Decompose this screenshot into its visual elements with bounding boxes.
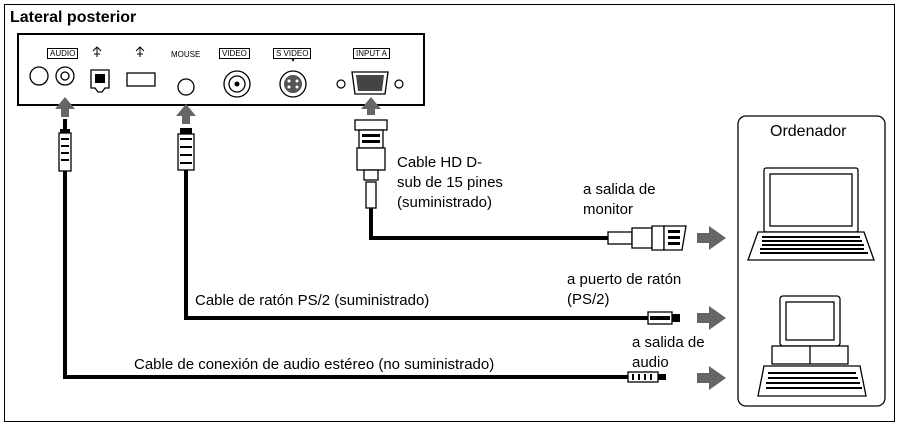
usb-a-port [126, 72, 156, 87]
audio-out-label-line2: audio [632, 354, 669, 371]
usb-b-port [90, 69, 110, 93]
audio-plug-icon [58, 119, 72, 172]
connection-arrows [55, 97, 381, 124]
port-label-audio: AUDIO [47, 48, 79, 59]
usb-icon [92, 46, 145, 57]
port-label-svideo: S VIDEO [273, 48, 312, 59]
audio-cable-label: Cable de conexión de audio estéreo (no s… [134, 356, 495, 373]
audio-out-label-line1: a salida de [632, 334, 705, 351]
svideo-port [279, 58, 307, 98]
mouse-port-label-line1: a puerto de ratón [567, 271, 682, 288]
mouse-ps2-plug [647, 311, 680, 325]
port-label-mouse: MOUSE [171, 50, 201, 59]
audio-jack [55, 66, 75, 86]
desktop-computer-icon [757, 295, 867, 397]
monitor-vga-plug [607, 225, 687, 251]
hd-cable-label-line2: sub de 15 pines [397, 174, 503, 191]
port-label-input-a: INPUT A [353, 48, 390, 59]
monitor-out-label-line1: a salida de [583, 181, 656, 198]
input-a-vga-port [336, 71, 404, 95]
audio-out-plug [627, 371, 666, 383]
hd-cable-label-line1: Cable HD D- [397, 154, 483, 171]
port-label-video: VIDEO [219, 48, 250, 59]
mouse-port [177, 78, 195, 96]
cables [63, 170, 648, 379]
ps2-connector-icon [177, 128, 195, 171]
vga-connector-icon [354, 119, 388, 209]
diagram-frame [4, 4, 895, 422]
hd-cable-label-line3: (suministrado) [397, 194, 493, 211]
laptop-icon [747, 167, 875, 261]
diagram-title: Lateral posterior [10, 9, 137, 26]
mouse-port-label-line2: (PS/2) [567, 291, 610, 308]
computer-box-label: Ordenador [770, 123, 847, 140]
monitor-out-label-line2: monitor [583, 201, 634, 218]
rear-panel [17, 33, 425, 106]
video-port [223, 70, 251, 98]
mouse-cable-label: Cable de ratón PS/2 (suministrado) [195, 292, 430, 309]
arrows-to-computer [697, 226, 726, 390]
